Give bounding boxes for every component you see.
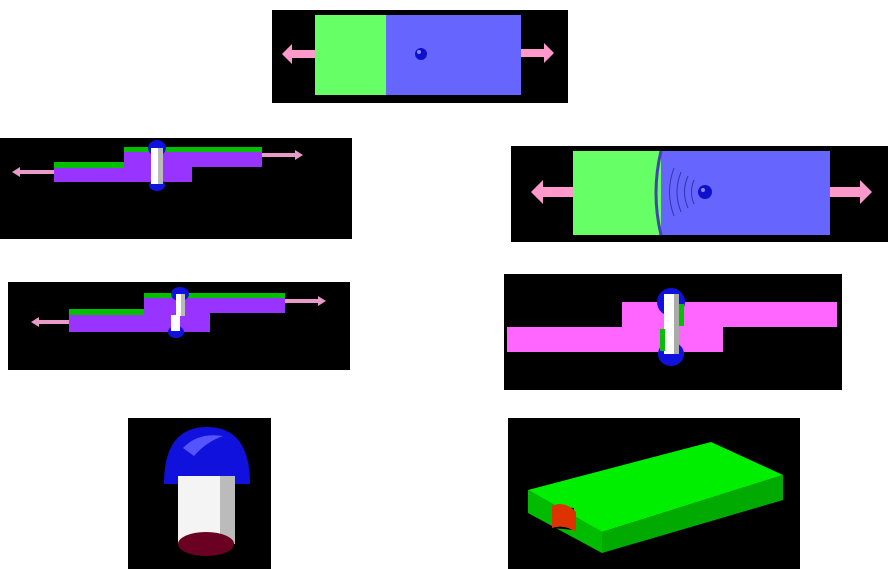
right-arrow-side	[262, 150, 303, 160]
panel-plate-with-hole	[508, 418, 800, 569]
left-arrow-2	[531, 180, 573, 204]
left-arrow-side	[12, 167, 54, 177]
side-view-diagram	[12, 140, 303, 191]
top-view-cracked-diagram	[531, 150, 872, 236]
panel-side-view-sheared	[8, 282, 350, 370]
right-arrow-2	[830, 180, 872, 204]
plate-top-face	[528, 442, 783, 532]
side-view-sheared-diagram	[31, 287, 326, 338]
right-arrow	[521, 43, 554, 63]
panel-side-view	[0, 138, 352, 239]
panel-top-view-cracked	[511, 146, 888, 242]
plate-side-face	[602, 475, 783, 553]
stress-waves	[669, 167, 695, 217]
rivet-shank-upper	[176, 294, 185, 316]
rivet-body-shade	[220, 476, 235, 544]
rivet-closeup-diagram	[164, 427, 250, 556]
green-plate-top	[315, 15, 387, 95]
panel-rivet-closeup	[128, 418, 271, 569]
rivet-bottom-face	[178, 532, 234, 556]
left-arrow	[282, 44, 316, 64]
rivet-highlight-2	[701, 188, 705, 192]
rivet-green-edge-top	[679, 304, 684, 326]
crack-curve	[654, 150, 663, 236]
rivet-green-edge-bottom	[660, 329, 665, 351]
right-arrow-side-2	[285, 296, 326, 306]
rivet-shank-shade-2	[181, 294, 185, 316]
hole-red-wall	[552, 504, 576, 532]
rivet-shank-lower	[171, 315, 180, 331]
left-arrow-side-2	[31, 317, 69, 327]
rivet-top-view-2	[698, 185, 712, 199]
top-view-diagram	[282, 15, 554, 95]
pink-side-view-diagram	[507, 288, 837, 366]
panel-pink-side-view	[504, 274, 842, 390]
rivet-top-view	[415, 48, 427, 60]
blue-plate-top-2	[661, 151, 830, 235]
rivet-highlight	[417, 50, 421, 54]
green-plate-top-2	[573, 151, 663, 235]
rivet-shank-shade	[158, 148, 163, 184]
plate-with-hole-diagram	[528, 442, 783, 553]
rivet-dome	[164, 427, 250, 484]
rivet-shank-shade-3	[674, 294, 679, 354]
panel-top-view	[272, 10, 568, 103]
rivet-dome-highlight	[183, 435, 223, 456]
blue-plate-top	[386, 15, 521, 95]
